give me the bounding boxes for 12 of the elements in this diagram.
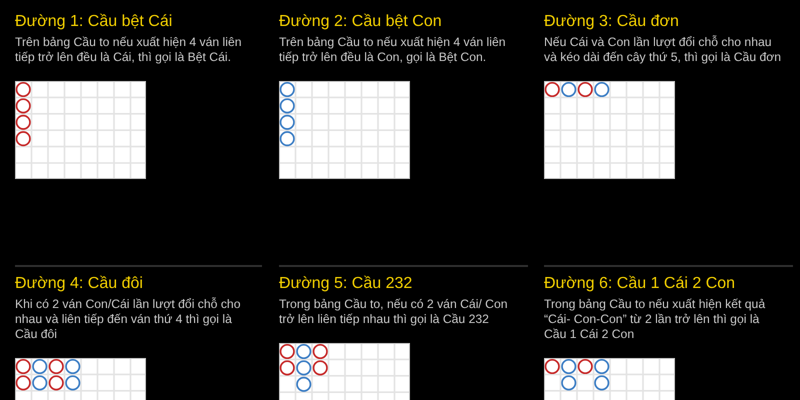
- section-title: Đường 6: Cầu 1 Cái 2 Con: [544, 275, 736, 293]
- section-title: Đường 4: Cầu đôi: [15, 275, 143, 293]
- description-text: Trong bảng Cầu to, nếu có 2 ván Cái/ Con trở lên liên tiếp nhau thì gọi là Cầu 232: [279, 297, 509, 327]
- description-text: Trên bảng Cầu to nếu xuất hiện 4 ván liên tiếp trở lên đều là Con, gọi là Bệt Con.: [279, 35, 507, 65]
- description-text: Khi có 2 ván Con/Cái lần lượt đổi chỗ cho nhau và liên tiếp đến ván thứ 4 thì gọi là Cầu đôi: [15, 297, 242, 342]
- section-title: Đường 3: Cầu đơn: [544, 13, 679, 31]
- description-text: Trên bảng Cầu to nếu xuất hiện 4 ván liên tiếp trở lên đều là Cái, thì gọi là Bệt Cái.: [15, 35, 243, 65]
- description-text: Trong bảng Cầu to nếu xuất hiện kết quả “Cái- Con-Con” từ 2 lần trở lên thì gọi là Cầu 1 Cái 2 Con: [544, 297, 766, 342]
- section-title: Đường 1: Cầu bệt Cái: [15, 13, 172, 31]
- section-title: Đường 2: Cầu bệt Con: [279, 13, 442, 31]
- section-title: Đường 5: Cầu 232: [279, 275, 412, 293]
- description-text: Nếu Cái và Con lần lượt đổi chỗ cho nhau và kéo dài đến cây thứ 5, thì gọi là Cầu đơn: [544, 35, 782, 65]
